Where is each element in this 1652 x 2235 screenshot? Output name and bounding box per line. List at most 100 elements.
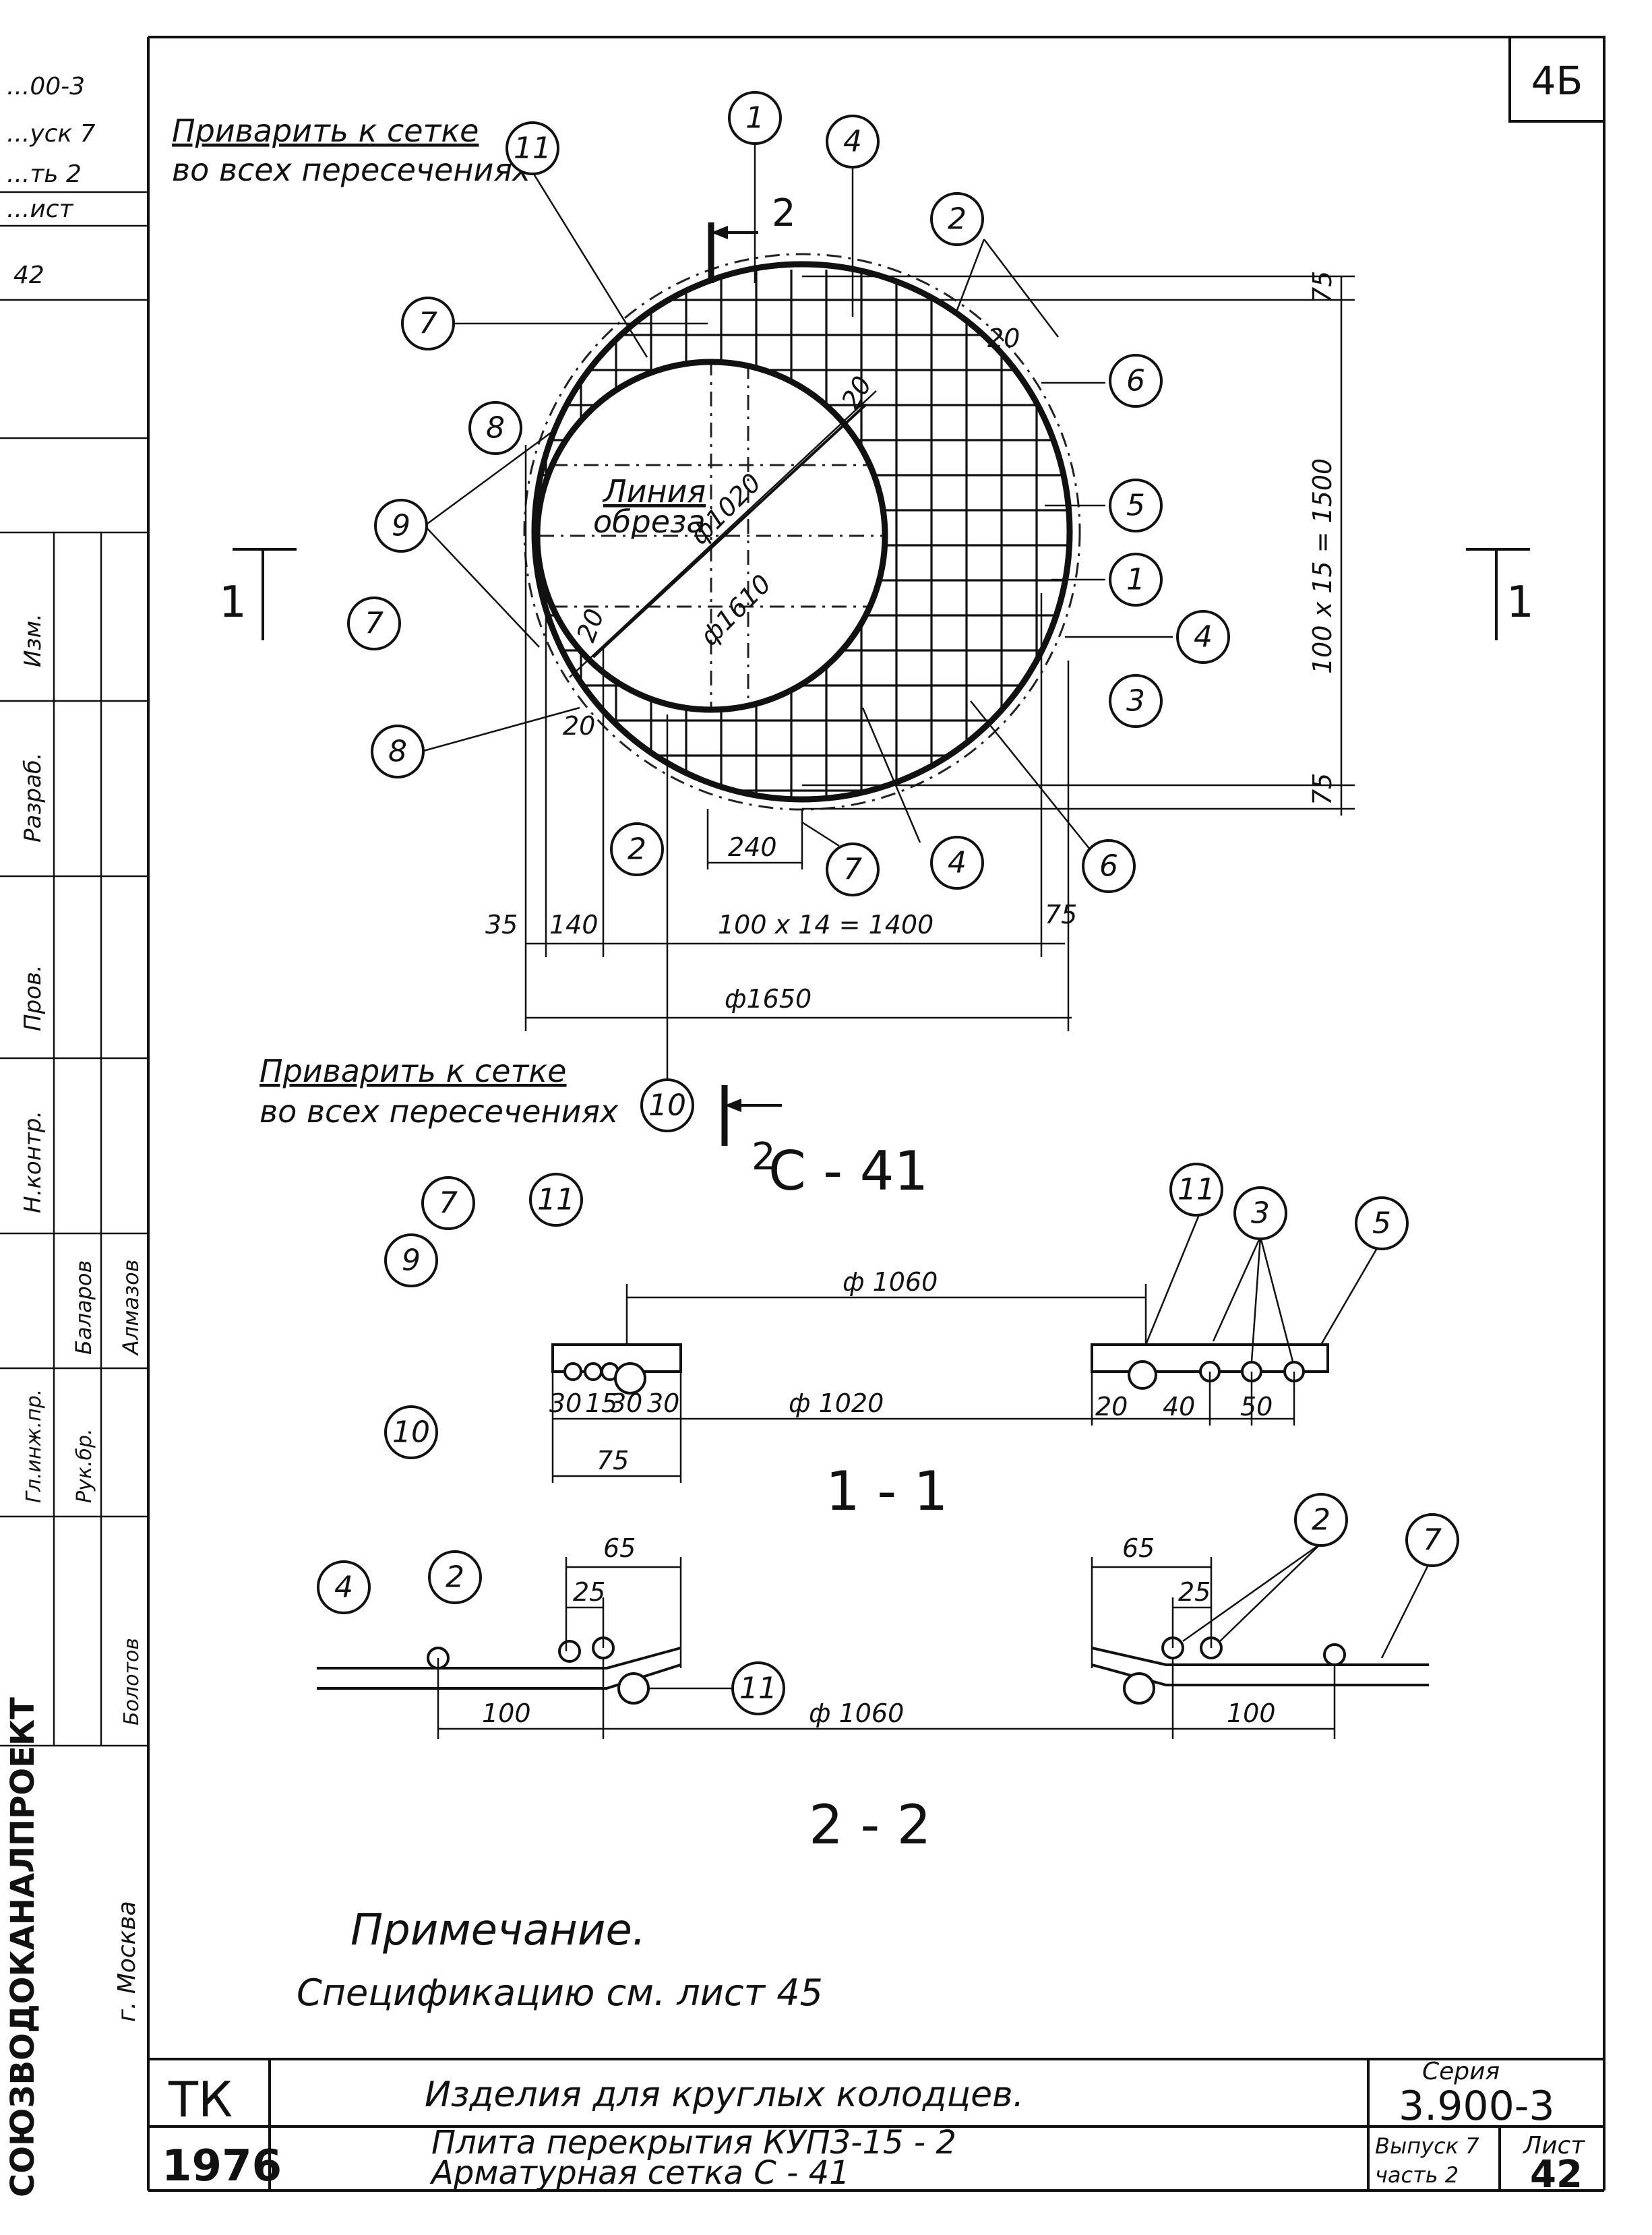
side-label-izm: Изм.: [20, 613, 47, 667]
callout-plan-5: 7: [419, 307, 437, 341]
weld-note-bottom-line2: во всех пересечениях: [259, 1093, 619, 1130]
callout-plan-7: 8: [486, 411, 505, 446]
s1-dim-20: 20: [1095, 1392, 1128, 1421]
s1-dim-15: 15: [585, 1388, 617, 1418]
s1-dim-50: 50: [1240, 1392, 1273, 1421]
top-left-stub: [0, 191, 148, 301]
s2-dim-100-right: 100: [1227, 1698, 1276, 1728]
plan-view: [523, 253, 1081, 811]
callout-plan-1: 1: [745, 101, 764, 135]
dim-75-bottom: 75: [1308, 773, 1337, 805]
sheet-label: Лист: [1522, 2132, 1585, 2160]
side-label-nkontr: Н.контр.: [20, 1111, 47, 1213]
section-2-mark-bottom: 2: [752, 1135, 776, 1179]
dim-diameter-1650: ф1650: [725, 984, 812, 1014]
section-2-2: [317, 1542, 1434, 1739]
callout-plan-16: 7: [843, 853, 862, 887]
series-value: 3.900-3: [1399, 2083, 1555, 2130]
side-label-razrab: Разраб.: [20, 752, 47, 843]
callout-plan-19: 10: [648, 1089, 686, 1123]
title-block: [148, 2058, 1604, 2191]
callout-plan-3: 2: [948, 202, 967, 237]
callout-s1-1: 11: [1177, 1173, 1215, 1207]
inner-ring-1020: [534, 359, 888, 713]
plan-dimensions: [233, 142, 1530, 1146]
callout-plan-11: 4: [1194, 620, 1213, 654]
callout-s2-2: 7: [1423, 1523, 1442, 1558]
s2-dim-100-left: 100: [482, 1698, 531, 1728]
remark-title: Примечание.: [350, 1905, 646, 1955]
section-1-mark-right: 1: [1506, 578, 1534, 627]
callout-s1-3: 5: [1372, 1206, 1391, 1241]
s1-dim-75: 75: [596, 1446, 629, 1475]
stub-line-1: ...00-3: [7, 73, 85, 100]
section-2-mark-top: 2: [772, 191, 796, 235]
weld-note-bottom-line1: Приварить к сетке: [259, 1053, 567, 1089]
series-label: Серия: [1422, 2058, 1500, 2085]
s1-dim-40: 40: [1163, 1392, 1195, 1421]
callout-plan-10: 1: [1126, 563, 1145, 597]
side-org: СОЮЗВОДОКАНАЛПРОЕКТ: [4, 1697, 42, 2197]
side-label-glinzh: Гл.инж.пр.: [22, 1389, 46, 1503]
callout-plan-14: 8: [388, 735, 407, 769]
callout-legend-4: 10: [392, 1415, 430, 1450]
section-1-1: [551, 1213, 1383, 1483]
s1-dim-1020: ф 1020: [789, 1388, 884, 1418]
side-label-prov: Пров.: [20, 965, 47, 1031]
callout-s2-3: 11: [739, 1672, 777, 1706]
cut-line-label-1: Линия: [602, 473, 706, 510]
callout-plan-9: 5: [1126, 489, 1145, 523]
s2-dim-25-left: 25: [573, 1577, 605, 1607]
view-title-plan: С - 41: [768, 1140, 928, 1202]
s1-dim-30c: 30: [647, 1388, 679, 1418]
title-year: 1976: [162, 2141, 282, 2191]
section-1-mark-left: 1: [219, 578, 247, 627]
callout-legend-3: 9: [402, 1244, 421, 1278]
callout-plan-13: 3: [1126, 684, 1145, 718]
callout-plan-2: 4: [843, 125, 862, 159]
weld-note-top-line1: Приварить к сетке: [172, 113, 479, 149]
callout-bubbles: [317, 91, 1459, 1715]
sheet-value: 42: [1530, 2153, 1583, 2197]
callout-legend-1: 7: [439, 1186, 458, 1221]
dim-20-a: 20: [987, 324, 1020, 353]
dim-240: 240: [728, 832, 777, 862]
view-title-section-1: 1 - 1: [826, 1460, 948, 1523]
side-name-1: Баларов: [71, 1260, 96, 1355]
title-sub-2: Арматурная сетка С - 41: [429, 2154, 850, 2192]
callout-plan-6: 6: [1126, 364, 1145, 398]
dim-grid-horizontal: 100 x 14 = 1400: [718, 910, 934, 940]
callout-s1-2: 3: [1251, 1196, 1270, 1231]
callout-plan-12: 7: [365, 607, 384, 641]
s1-dim-30a: 30: [549, 1388, 582, 1418]
dim-75: 75: [1045, 900, 1077, 929]
side-stamp: [0, 437, 148, 1747]
part-label: часть 2: [1375, 2162, 1459, 2188]
view-title-section-2: 2 - 2: [809, 1794, 931, 1856]
callout-s2-1: 2: [1312, 1503, 1330, 1537]
callout-plan-18: 6: [1099, 849, 1118, 884]
corner-sheet-label: 4Б: [1531, 58, 1583, 104]
stub-line-4: ...ист: [7, 195, 74, 223]
callout-legend-6: 2: [446, 1560, 464, 1595]
side-name-3: Болотов: [120, 1638, 144, 1725]
s1-dim-30b: 30: [610, 1388, 642, 1418]
callout-legend-5: 4: [334, 1570, 353, 1605]
stub-line-2: ...уск 7: [7, 120, 96, 148]
dim-140: 140: [549, 910, 599, 940]
weld-note-top-line2: во всех пересечениях: [172, 152, 531, 188]
side-city: г. Москва: [113, 1901, 141, 2022]
s2-dim-65-left: 65: [603, 1533, 636, 1563]
issue-label: Выпуск 7: [1375, 2133, 1479, 2159]
callout-plan-4: 11: [514, 131, 551, 166]
remark-text: Спецификацию см. лист 45: [297, 1971, 823, 2014]
stub-line-5: 42: [13, 262, 44, 289]
dim-20-d: 20: [563, 711, 595, 741]
callout-plan-17: 4: [948, 846, 967, 880]
dim-75-top: 75: [1308, 271, 1337, 303]
callout-plan-8: 9: [392, 509, 410, 543]
callout-plan-15: 2: [628, 832, 646, 867]
s2-dim-1060: ф 1060: [809, 1698, 904, 1728]
